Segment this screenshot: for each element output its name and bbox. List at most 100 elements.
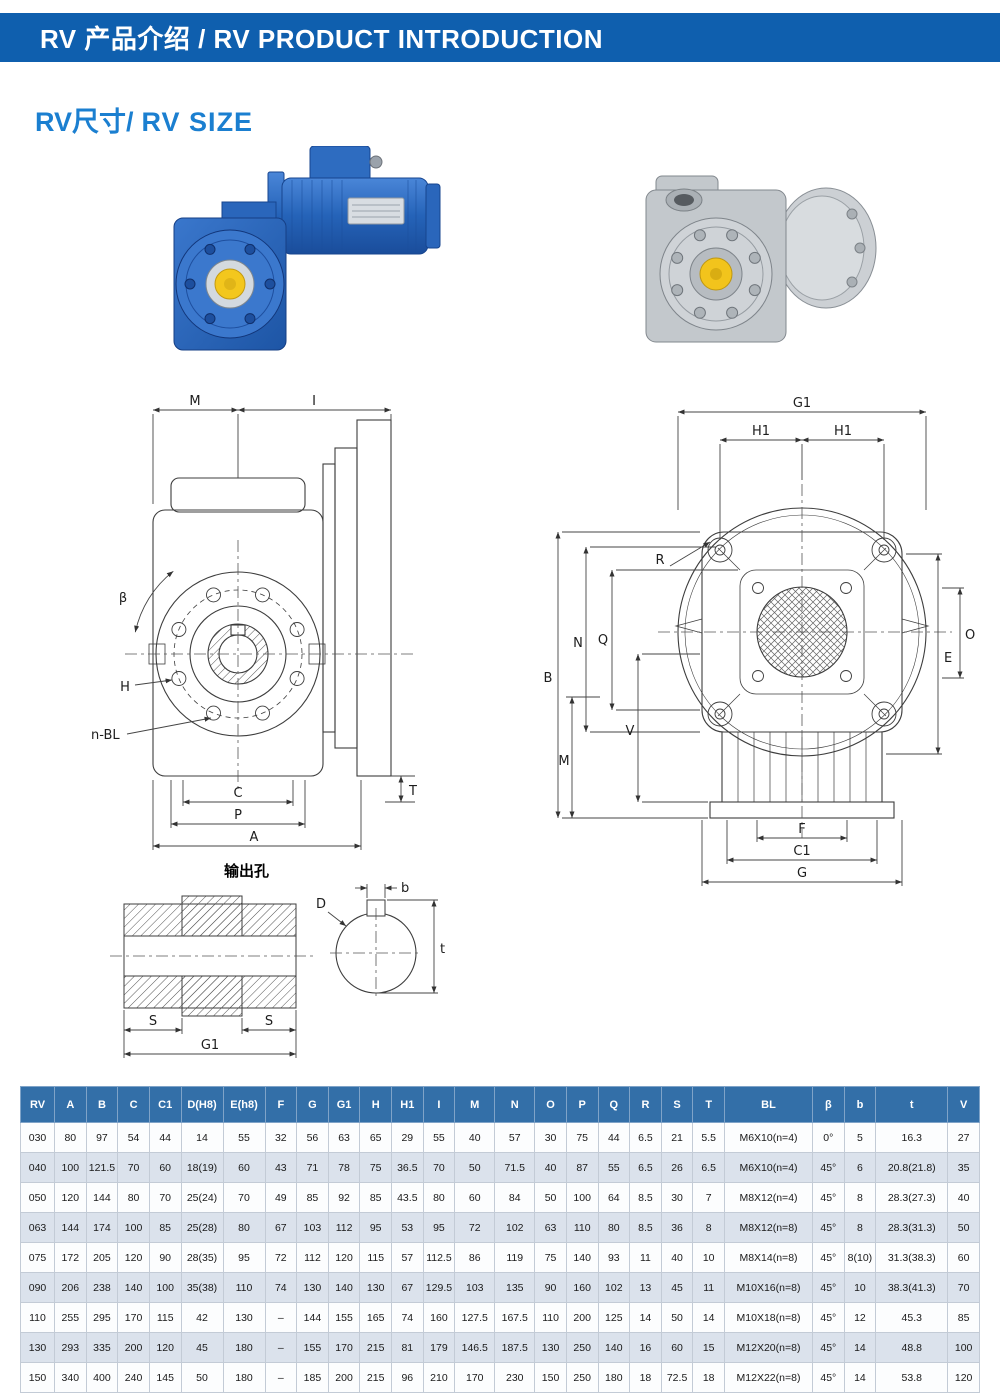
dim-label-A: A: [250, 830, 259, 845]
table-cell: 150: [534, 1362, 567, 1393]
dim-label-E: E: [944, 651, 952, 666]
table-cell: 25(24): [180, 1182, 224, 1213]
table-cell: 6: [843, 1152, 877, 1183]
table-cell: 16: [629, 1332, 662, 1363]
table-cell: 40: [454, 1122, 496, 1153]
dim-label-G1: G1: [201, 1038, 219, 1053]
table-cell: 90: [534, 1272, 567, 1303]
table-cell: 30: [660, 1182, 694, 1213]
table-cell: 293: [54, 1332, 87, 1363]
table-cell: 160: [422, 1302, 456, 1333]
table-cell: 10: [843, 1272, 877, 1303]
table-cell: 70: [148, 1182, 182, 1213]
output-dimensions: [123, 884, 438, 1058]
gearbox-body: [173, 201, 287, 351]
table-cell: 80: [54, 1122, 87, 1153]
table-cell: 6.5: [629, 1122, 662, 1153]
gearbox-illustration: [645, 175, 877, 343]
table-cell: 030: [20, 1122, 55, 1153]
column-header: R: [629, 1086, 662, 1123]
table-cell: 110: [565, 1212, 599, 1243]
column-header: H1: [391, 1086, 424, 1123]
dim-label-S-left: S: [149, 1014, 157, 1029]
side-dimensions: [555, 409, 964, 886]
table-cell: 200: [565, 1302, 599, 1333]
table-cell: 165: [359, 1302, 392, 1333]
gearmotor-illustration: [173, 145, 441, 351]
table-cell: 29: [391, 1122, 424, 1153]
table-cell: 8.5: [629, 1182, 662, 1213]
table-cell: 43: [264, 1152, 298, 1183]
table-cell: 40: [660, 1242, 694, 1273]
table-cell: –: [264, 1332, 298, 1363]
table-cell: 174: [85, 1212, 119, 1243]
table-cell: 130: [222, 1302, 266, 1333]
dim-label-B: B: [544, 671, 553, 686]
table-cell: 180: [222, 1332, 266, 1363]
table-cell: 100: [117, 1212, 150, 1243]
table-cell: 53: [391, 1212, 424, 1243]
table-cell: 295: [85, 1302, 119, 1333]
table-cell: 127.5: [454, 1302, 496, 1333]
column-header: Q: [597, 1086, 631, 1123]
column-header: H: [359, 1086, 392, 1123]
table-cell: 95: [359, 1212, 392, 1243]
table-cell: 8(10): [843, 1242, 877, 1273]
table-cell: 45°: [812, 1362, 845, 1393]
dim-label-V: V: [626, 724, 635, 739]
table-cell: M8X12(n=8): [724, 1212, 813, 1243]
table-cell: 40: [534, 1152, 567, 1183]
column-header: S: [660, 1086, 694, 1123]
column-header: A: [54, 1086, 87, 1123]
table-cell: 8: [843, 1212, 877, 1243]
table-cell: 340: [54, 1362, 87, 1393]
dim-label-G1: G1: [793, 396, 811, 411]
table-cell: 38.3(41.3): [875, 1272, 949, 1303]
dim-label-M: M: [189, 394, 200, 409]
bore-circle: [330, 899, 422, 998]
table-cell: 45: [180, 1332, 224, 1363]
table-cell: 112: [327, 1212, 361, 1243]
table-cell: 72.5: [660, 1362, 694, 1393]
section-title-cn: RV尺寸/: [35, 107, 134, 137]
drawing-output-hole: 输出孔: [108, 858, 468, 1078]
table-cell: 7: [692, 1182, 725, 1213]
table-cell: 8: [843, 1182, 877, 1213]
table-cell: 140: [117, 1272, 150, 1303]
table-cell: 75: [565, 1122, 599, 1153]
table-cell: 80: [222, 1212, 266, 1243]
dim-label-C1: C1: [793, 844, 810, 859]
table-cell: 120: [947, 1362, 980, 1393]
table-cell: M10X16(n=8): [724, 1272, 813, 1303]
table-cell: M12X22(n=8): [724, 1362, 813, 1393]
table-cell: 112.5: [422, 1242, 456, 1273]
table-cell: 85: [296, 1182, 329, 1213]
table-cell: 63: [327, 1122, 361, 1153]
table-cell: 140: [597, 1332, 631, 1363]
table-cell: 8.5: [629, 1212, 662, 1243]
table-cell: 45°: [812, 1152, 845, 1183]
table-cell: 120: [327, 1242, 361, 1273]
table-cell: 65: [359, 1122, 392, 1153]
product-photo-gearmotor: [160, 145, 450, 381]
table-cell: 32: [264, 1122, 298, 1153]
column-header: F: [264, 1086, 298, 1123]
table-cell: 400: [85, 1362, 119, 1393]
table-cell: 70: [117, 1152, 150, 1183]
table-cell: 84: [494, 1182, 536, 1213]
table-cell: 72: [454, 1212, 496, 1243]
table-cell: 45.3: [875, 1302, 949, 1333]
table-cell: 146.5: [454, 1332, 496, 1363]
table-cell: 60: [947, 1242, 980, 1273]
table-cell: 36: [660, 1212, 694, 1243]
table-cell: 64: [597, 1182, 631, 1213]
column-header: G: [296, 1086, 329, 1123]
front-geometry: [125, 419, 415, 792]
table-cell: 6.5: [692, 1152, 725, 1183]
table-cell: 120: [148, 1332, 182, 1363]
